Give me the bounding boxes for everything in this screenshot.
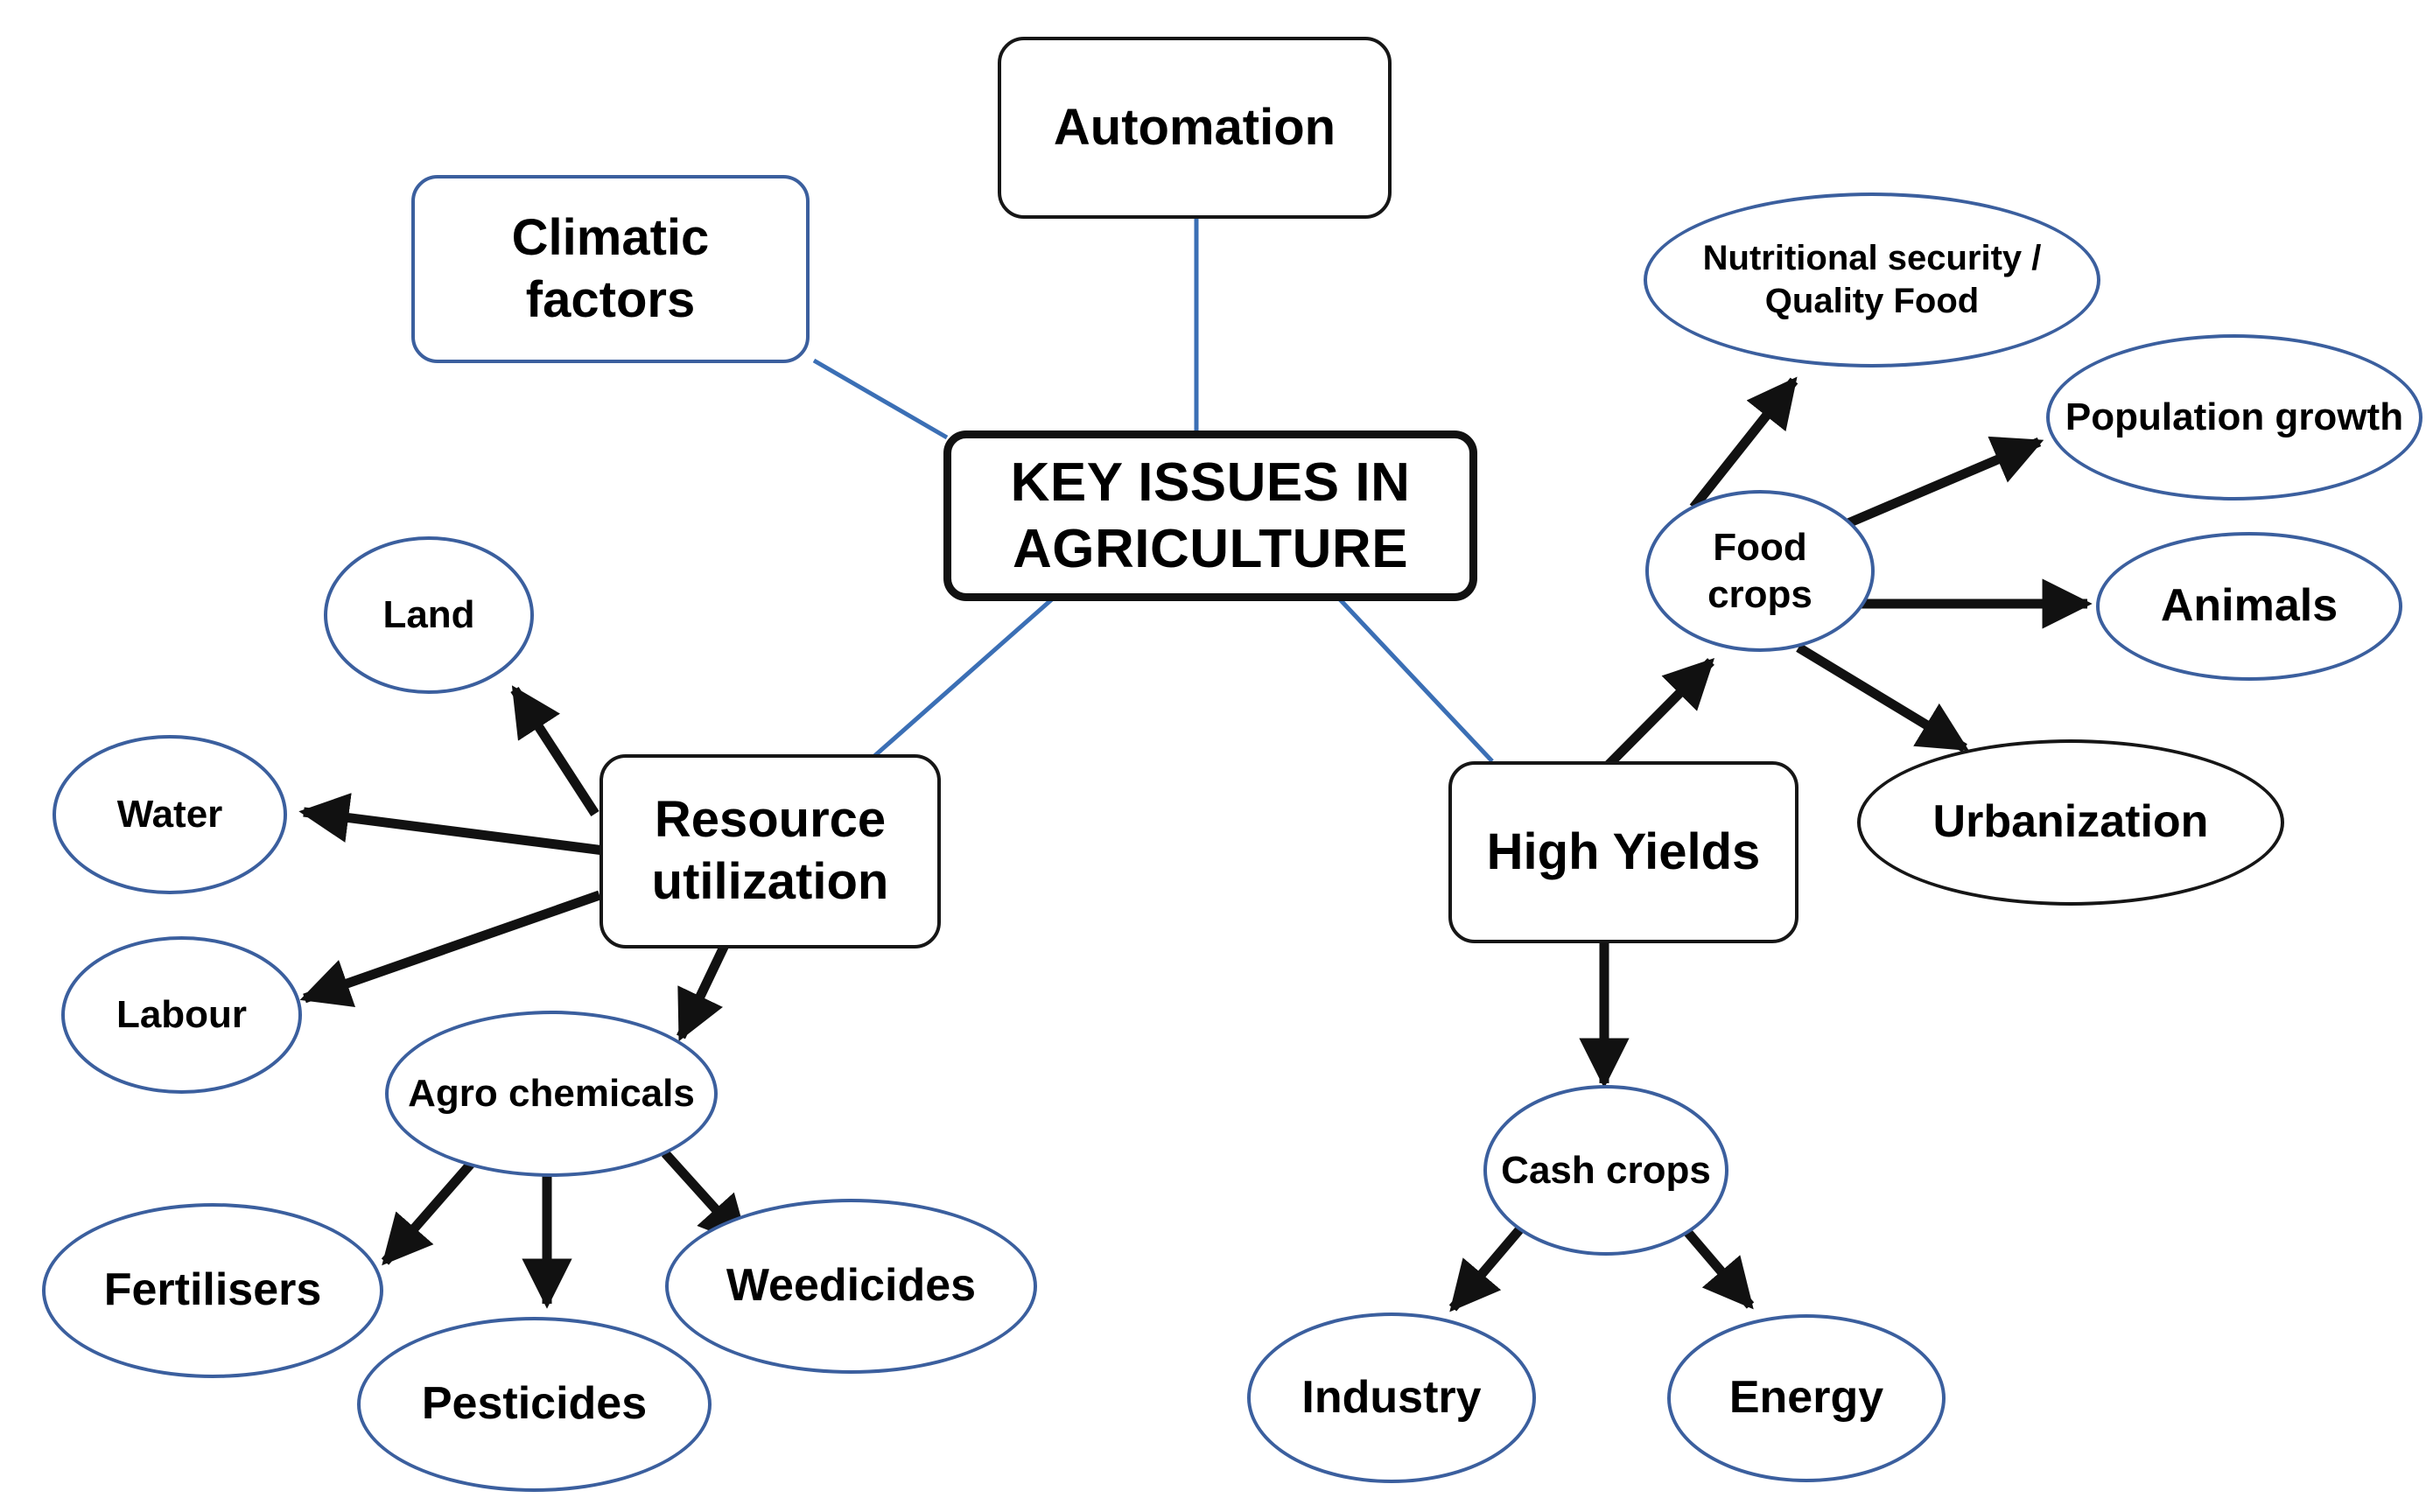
node-land[interactable]: Land [324, 536, 534, 694]
node-weedicides[interactable]: Weedicides [665, 1199, 1037, 1374]
node-label: Fertilisers [103, 1264, 322, 1316]
node-label: Animals [2160, 580, 2338, 632]
node-label: Population growth [2065, 396, 2404, 439]
node-energy[interactable]: Energy [1667, 1314, 1946, 1482]
node-labour[interactable]: Labour [61, 936, 302, 1094]
node-label: Pesticides [421, 1378, 648, 1430]
node-pesticides[interactable]: Pesticides [357, 1317, 712, 1492]
node-water[interactable]: Water [53, 735, 287, 894]
edge-root-resource [872, 597, 1055, 759]
node-population-growth[interactable]: Population growth [2046, 334, 2422, 500]
edge-resource-land [510, 685, 599, 816]
node-label: Land [382, 593, 475, 637]
edge-resource-labour [299, 890, 601, 1007]
node-urbanization[interactable]: Urbanization [1857, 739, 2284, 906]
node-resource-utilization[interactable]: Resource utilization [599, 754, 941, 948]
edge-highyields-foodcrops [1600, 657, 1715, 774]
node-animals[interactable]: Animals [2096, 532, 2402, 681]
node-label: Nutritional security / Quality Food [1702, 239, 2042, 320]
edge-root-highyields [1337, 597, 1494, 763]
edge-foodcrops-nutrition [1689, 376, 1798, 511]
node-label: Labour [116, 993, 248, 1037]
node-key-issues-in-agriculture[interactable]: KEY ISSUES IN AGRICULTURE [943, 430, 1477, 601]
node-label: Cash crops [1501, 1148, 1711, 1192]
node-climatic-factors[interactable]: Climatic factors [411, 175, 810, 363]
node-label: Resource utilization [651, 791, 889, 910]
edge-foodcrops-urban [1796, 643, 1969, 752]
node-label: Agro chemicals [408, 1072, 695, 1116]
node-agro-chemicals[interactable]: Agro chemicals [385, 1011, 718, 1177]
edge-resource-water [298, 793, 605, 856]
node-label: Food crops [1707, 525, 1812, 616]
node-cash-crops[interactable]: Cash crops [1483, 1085, 1728, 1256]
node-label: Energy [1728, 1372, 1884, 1424]
node-label: Climatic factors [511, 208, 710, 328]
node-label: Urbanization [1932, 796, 2209, 848]
node-high-yields[interactable]: High Yields [1448, 761, 1798, 943]
node-industry[interactable]: Industry [1247, 1312, 1536, 1483]
node-nutritional-security[interactable]: Nutritional security / Quality Food [1644, 192, 2100, 368]
node-automation[interactable]: Automation [998, 37, 1392, 219]
edge-climatic-root [812, 358, 949, 440]
node-label: Weedicides [726, 1260, 977, 1312]
node-label: KEY ISSUES IN AGRICULTURE [1010, 452, 1411, 579]
node-food-crops[interactable]: Food crops [1645, 490, 1875, 652]
edge-agro-fertilisers [381, 1153, 481, 1266]
node-label: Automation [1053, 98, 1336, 156]
node-label: Water [116, 793, 223, 836]
node-label: Industry [1301, 1371, 1482, 1423]
node-label: High Yields [1486, 822, 1761, 880]
node-fertilisers[interactable]: Fertilisers [42, 1203, 383, 1378]
